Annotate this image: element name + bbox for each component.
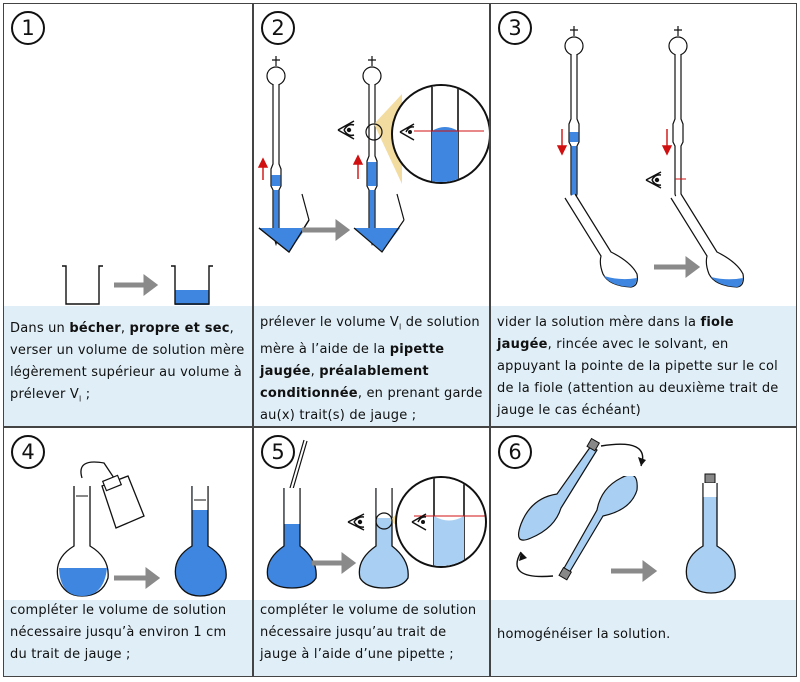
- step-4-caption: compléter le volume de solution nécessai…: [4, 600, 252, 676]
- caption-segment: ,: [120, 321, 130, 336]
- caption-segment: Dans un: [10, 321, 70, 336]
- volumetric-flask-icon: [56, 486, 109, 597]
- red-down-arrow-icon: [661, 129, 673, 156]
- step-6-number: 6: [498, 435, 532, 469]
- pipette-with-bulb-icon: [362, 56, 382, 247]
- caption-segment: homogénéiser la solution.: [497, 627, 671, 642]
- inverted-flask-icon: [558, 471, 638, 581]
- step-2-panel: 2: [253, 3, 490, 427]
- caption-segment: bécher: [69, 321, 121, 336]
- step-1-caption: Dans un bécher, propre et sec, verser un…: [4, 306, 252, 426]
- caption-segment: , verser un volume de solution mère légè…: [10, 321, 245, 402]
- caption-segment: , rincée avec le solvant, en appuyant la…: [497, 337, 779, 418]
- step-3-illustration: [556, 26, 744, 288]
- caption-segment: vider la solution mère dans la: [497, 315, 701, 330]
- arrow-right-icon: [302, 219, 351, 241]
- red-up-arrow-icon: [352, 154, 364, 179]
- eye-icon: [645, 171, 662, 189]
- pipette-with-bulb-icon: [266, 56, 286, 247]
- eye-icon: [347, 513, 427, 531]
- volumetric-flask-icon: [564, 193, 638, 288]
- step-5-panel: 5: [253, 427, 490, 677]
- caption-segment: préalablement conditionnée: [260, 363, 429, 401]
- caption-segment: compléter le volume de solution nécessai…: [10, 603, 227, 662]
- caption-segment: de solution mère à l’aide de la: [260, 315, 480, 357]
- beaker-tilted-icon: [258, 193, 310, 253]
- curved-arrow-icon: [516, 443, 646, 578]
- volumetric-flask-icon: [358, 488, 409, 589]
- step-5-caption: compléter le volume de solution nécessai…: [254, 600, 489, 676]
- caption-segment: prélever le volume V: [260, 315, 400, 330]
- step-3-caption: vider la solution mère dans la fiole jau…: [491, 306, 796, 426]
- step-2-illustration: [257, 56, 489, 253]
- pipette-with-bulb-icon: [564, 26, 584, 207]
- step-6-caption: homogénéiser la solution.: [491, 600, 796, 676]
- step-5-illustration: [266, 439, 487, 589]
- step-1-number: 1: [11, 11, 45, 45]
- arrow-right-icon: [611, 560, 658, 582]
- step-4-panel: 4 compléter le volume de solution nécess…: [3, 427, 253, 677]
- arrow-right-icon: [114, 567, 161, 589]
- step-1-illustration: [62, 265, 213, 305]
- empty-beaker-icon: [62, 265, 103, 305]
- volumetric-flask-icon: [266, 488, 317, 589]
- magnifier-lens-icon: [365, 84, 489, 184]
- caption-segment: l: [78, 394, 82, 404]
- step-1-panel: 1 Dans un bécher, propre et sec, verser …: [3, 3, 253, 427]
- step-4-illustration: [56, 461, 227, 597]
- arrow-right-icon: [654, 256, 701, 278]
- pipette-with-bulb-icon: [668, 26, 688, 207]
- magnifier-lens-icon: [375, 476, 487, 568]
- caption-segment: pipette jaugée: [260, 341, 445, 379]
- arrow-right-icon: [114, 274, 159, 296]
- caption-segment: fiole jaugée: [497, 315, 734, 352]
- volumetric-flask-icon: [174, 486, 227, 597]
- step-6-panel: 6 homogénéiser: [490, 427, 797, 677]
- red-down-arrow-icon: [556, 129, 568, 156]
- beaker-tilted-icon: [353, 193, 405, 253]
- caption-segment: propre et sec: [129, 321, 230, 336]
- caption-segment: , en prenant garde au(x) trait(s) de jau…: [260, 385, 483, 423]
- caption-segment: ;: [81, 387, 91, 402]
- step-2-caption: prélever le volume Vl de solution mère à…: [254, 306, 489, 426]
- step-3-panel: 3: [490, 3, 797, 427]
- procedure-diagram: 1 Dans un bécher, propre et sec, verser …: [3, 3, 797, 677]
- caption-segment: ,: [310, 363, 320, 379]
- inverted-flask-icon: [518, 437, 601, 541]
- caption-segment: compléter le volume de solution nécessai…: [260, 603, 477, 662]
- step-5-number: 5: [261, 435, 295, 469]
- eye-icon: [337, 120, 415, 141]
- red-up-arrow-icon: [257, 157, 269, 180]
- volumetric-flask-icon: [685, 473, 736, 594]
- step-2-number: 2: [261, 11, 295, 45]
- dropper-pipette-icon: [289, 439, 308, 490]
- volumetric-flask-icon: [670, 193, 744, 288]
- wash-bottle-icon: [80, 461, 145, 529]
- arrow-right-icon: [312, 552, 357, 574]
- step-6-illustration: [516, 437, 736, 594]
- step-3-number: 3: [498, 11, 532, 45]
- filled-beaker-icon: [171, 265, 213, 305]
- step-4-number: 4: [11, 435, 45, 469]
- caption-segment: l: [399, 322, 402, 332]
